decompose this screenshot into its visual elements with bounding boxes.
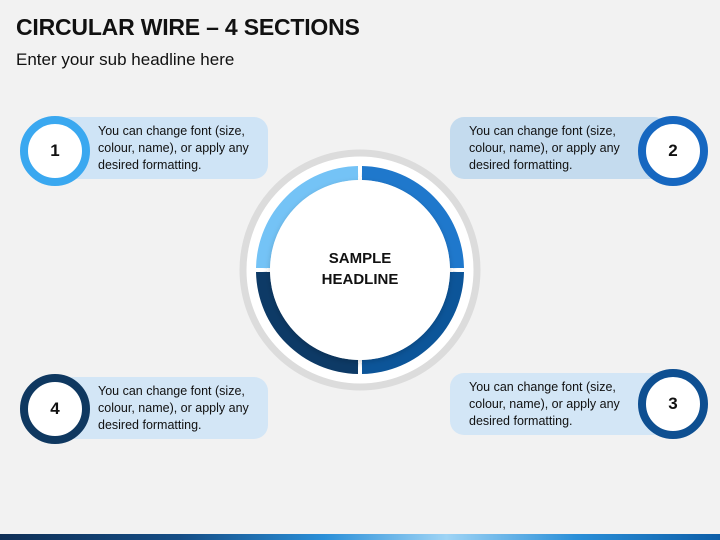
section-1-number-badge: 1 [20, 116, 90, 186]
segment-3-fill [362, 272, 464, 374]
section-4-number: 4 [50, 399, 60, 418]
center-headline-line2: HEADLINE [321, 271, 399, 288]
section-1-text-line: You can change font (size, [98, 123, 245, 138]
section-4-number-badge: 4 [20, 374, 90, 444]
center-headline-line1: SAMPLE [328, 250, 392, 267]
section-3-text-line: colour, name), or apply any [469, 396, 620, 411]
section-2-text-line: colour, name), or apply any [469, 140, 620, 155]
segment-1-fill [256, 166, 358, 268]
segment-2-fill [362, 166, 464, 268]
section-3-number: 3 [668, 394, 678, 413]
section-2-text-box: You can change font (size, colour, name)… [450, 117, 668, 179]
section-4-text-line: desired formatting. [98, 417, 202, 432]
section-3-text-line: You can change font (size, [469, 379, 616, 394]
section-1-text-line: desired formatting. [98, 157, 202, 172]
section-1-text-line: colour, name), or apply any [98, 140, 249, 155]
section-2-text-line: You can change font (size, [469, 123, 616, 138]
section-3-text-line: desired formatting. [469, 413, 573, 428]
center-headline: SAMPLE HEADLINE [300, 248, 420, 290]
section-3-text-box: You can change font (size, colour, name)… [450, 373, 668, 435]
section-2-text-line: desired formatting. [469, 157, 573, 172]
slide-subtitle: Enter your sub headline here [16, 50, 235, 69]
segment-4-fill [256, 272, 358, 374]
section-4-text-line: You can change font (size, [98, 383, 245, 398]
section-1-text-box: You can change font (size, colour, name)… [56, 117, 268, 179]
section-3-number-badge: 3 [638, 369, 708, 439]
section-2-number: 2 [668, 141, 678, 160]
section-1-number: 1 [50, 141, 60, 160]
slide-title: CIRCULAR WIRE – 4 SECTIONS [16, 14, 360, 40]
section-4-text-box: You can change font (size, colour, name)… [56, 377, 268, 439]
center-disc [270, 180, 450, 360]
footer-gradient-bar [0, 534, 720, 540]
section-4-text-line: colour, name), or apply any [98, 400, 249, 415]
section-2-number-badge: 2 [638, 116, 708, 186]
